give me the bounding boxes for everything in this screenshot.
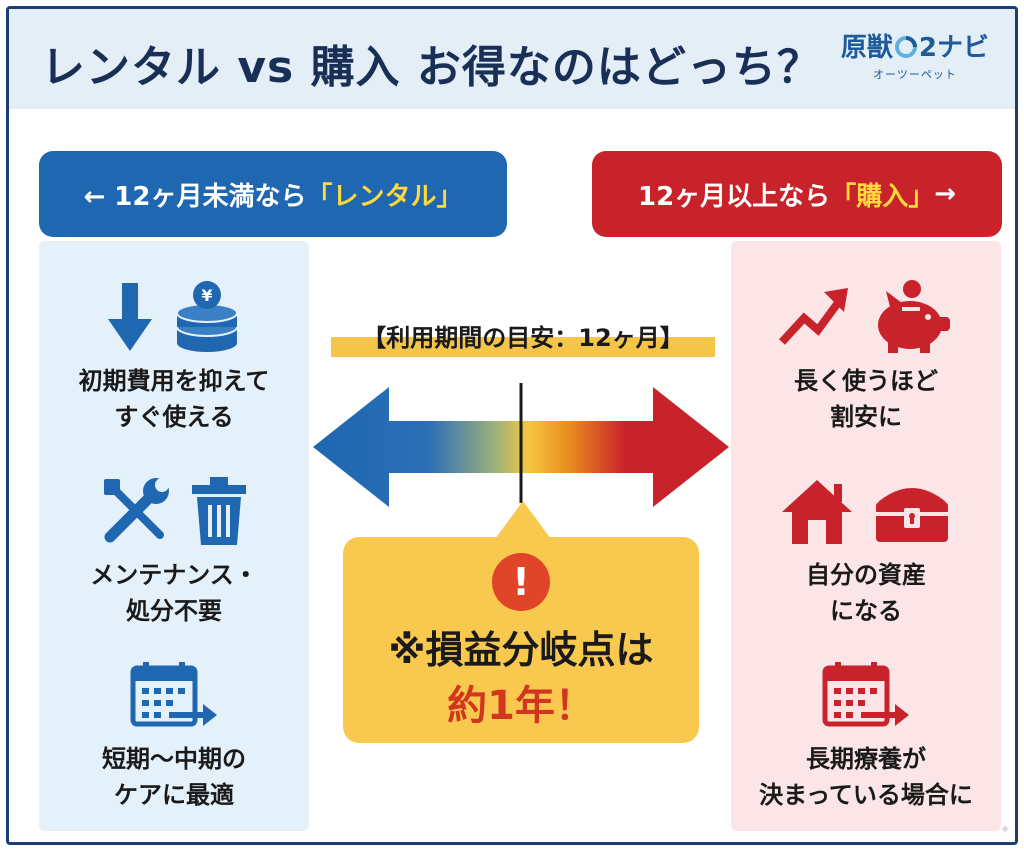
rental-banner: ← 12ヶ月未満なら「レンタル」	[39, 151, 507, 237]
rental-item-shortterm-line2: ケアに最適	[114, 781, 234, 809]
house-icon	[782, 480, 852, 544]
purchase-item-asset-line1: 自分の資産	[806, 561, 926, 589]
purchase-item-value: 長く使うほど 割安に	[731, 277, 1001, 435]
rental-item-cost: ¥ 初期費用を抑えて すぐ使える	[39, 277, 309, 435]
purchase-banner-prefix: 12ヶ月以上なら	[638, 181, 831, 212]
callout-pointer	[495, 501, 551, 539]
purchase-banner-suffix: →	[934, 179, 956, 209]
header: レンタル vs 購入 お得なのはどっち？ 原獣 2ナビ オーツーペット	[9, 9, 1015, 109]
treasure-chest-icon	[876, 488, 948, 542]
exclamation-icon: !	[492, 553, 550, 611]
svg-text:¥: ¥	[201, 286, 212, 305]
double-arrow-graphic	[313, 383, 729, 507]
brand-logo: 原獣 2ナビ オーツーペット	[841, 27, 989, 82]
purchase-item-longterm-line1: 長期療養が	[806, 745, 926, 773]
callout-line2: 約1年！	[447, 683, 595, 729]
rental-column	[39, 241, 309, 831]
purchase-item-value-line2: 割安に	[830, 403, 902, 431]
trend-up-icon	[779, 288, 848, 345]
rental-banner-prefix: ← 12ヶ月未満なら	[83, 181, 307, 212]
purchase-banner-highlight: 「購入」	[830, 181, 935, 212]
purchase-item-value-line1: 長く使うほど	[794, 367, 938, 395]
calendar-arrow-icon	[130, 662, 217, 727]
logo-text-b: 2ナビ	[918, 33, 989, 63]
rental-item-cost-line1: 初期費用を抑えて	[78, 367, 270, 395]
piggy-bank-icon	[878, 280, 950, 353]
rental-item-shortterm: 短期〜中期の ケアに最適	[39, 655, 309, 813]
calendar-arrow-icon	[822, 662, 909, 727]
guide-highlight-bar	[331, 337, 715, 357]
rental-item-shortterm-line1: 短期〜中期の	[102, 745, 246, 773]
purchase-item-asset: 自分の資産 になる	[731, 471, 1001, 629]
rental-item-maintenance-line1: メンテナンス・	[90, 561, 258, 589]
logo-text-a: 原獣	[840, 33, 893, 63]
purchase-item-asset-line2: になる	[830, 597, 902, 625]
rental-item-cost-line2: すぐ使える	[114, 403, 234, 431]
guide-text: 【利用期間の目安：12ヶ月】	[362, 323, 684, 352]
purchase-column	[731, 241, 1001, 831]
logo-subtitle: オーツーペット	[873, 68, 957, 81]
purchase-item-longterm-line2: 決まっている場合に	[759, 781, 973, 809]
callout-line1: ※損益分岐点は	[388, 628, 654, 672]
sparkle-icon: ✦	[999, 822, 1011, 838]
trash-icon	[192, 477, 246, 545]
purchase-item-longterm: 長期療養が 決まっている場合に	[731, 655, 1001, 813]
yen-coins-icon: ¥	[176, 281, 238, 352]
rental-banner-highlight: 「レンタル」	[306, 181, 463, 212]
infographic-frame: レンタル vs 購入 お得なのはどっち？ 原獣 2ナビ オーツーペット ← 12ヶ…	[6, 6, 1018, 845]
page-title: レンタル vs 購入 お得なのはどっち？	[41, 42, 822, 93]
down-arrow-icon	[108, 283, 152, 351]
usage-period-guide: 【利用期間の目安：12ヶ月】	[325, 311, 721, 359]
purchase-banner: 12ヶ月以上なら「購入」 →	[592, 151, 1002, 237]
rental-item-maintenance: メンテナンス・ 処分不要	[39, 471, 309, 629]
o-ring-icon	[894, 36, 917, 58]
rental-item-maintenance-line2: 処分不要	[126, 597, 222, 625]
wrench-icon	[104, 478, 169, 543]
